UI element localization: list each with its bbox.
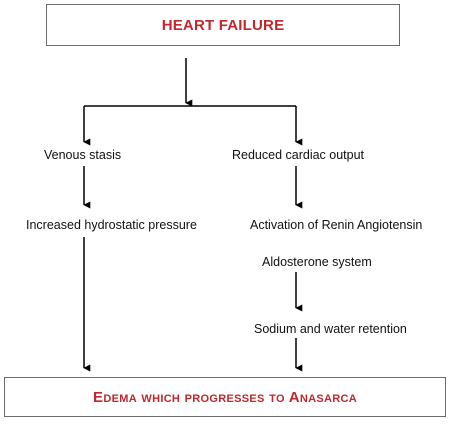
sodium-water-retention-label: Sodium and water retention [254,322,407,336]
edema-anasarca-label: Edema which progresses to Anasarca [93,388,357,406]
reduced-cardiac-output-label: Reduced cardiac output [232,148,365,162]
venous-stasis-label: Venous stasis [44,148,122,162]
heart-failure-label: HEART FAILURE [161,16,285,34]
edema-anasarca-box: Edema which progresses to Anasarca [4,377,446,417]
aldosterone-system-label: Aldosterone system [262,255,372,269]
renin-angiotensin-label: Activation of Renin Angiotensin [250,218,423,232]
heart-failure-box: HEART FAILURE [46,4,400,46]
increased-hydrostatic-pressure-label: Increased hydrostatic pressure [26,218,197,232]
